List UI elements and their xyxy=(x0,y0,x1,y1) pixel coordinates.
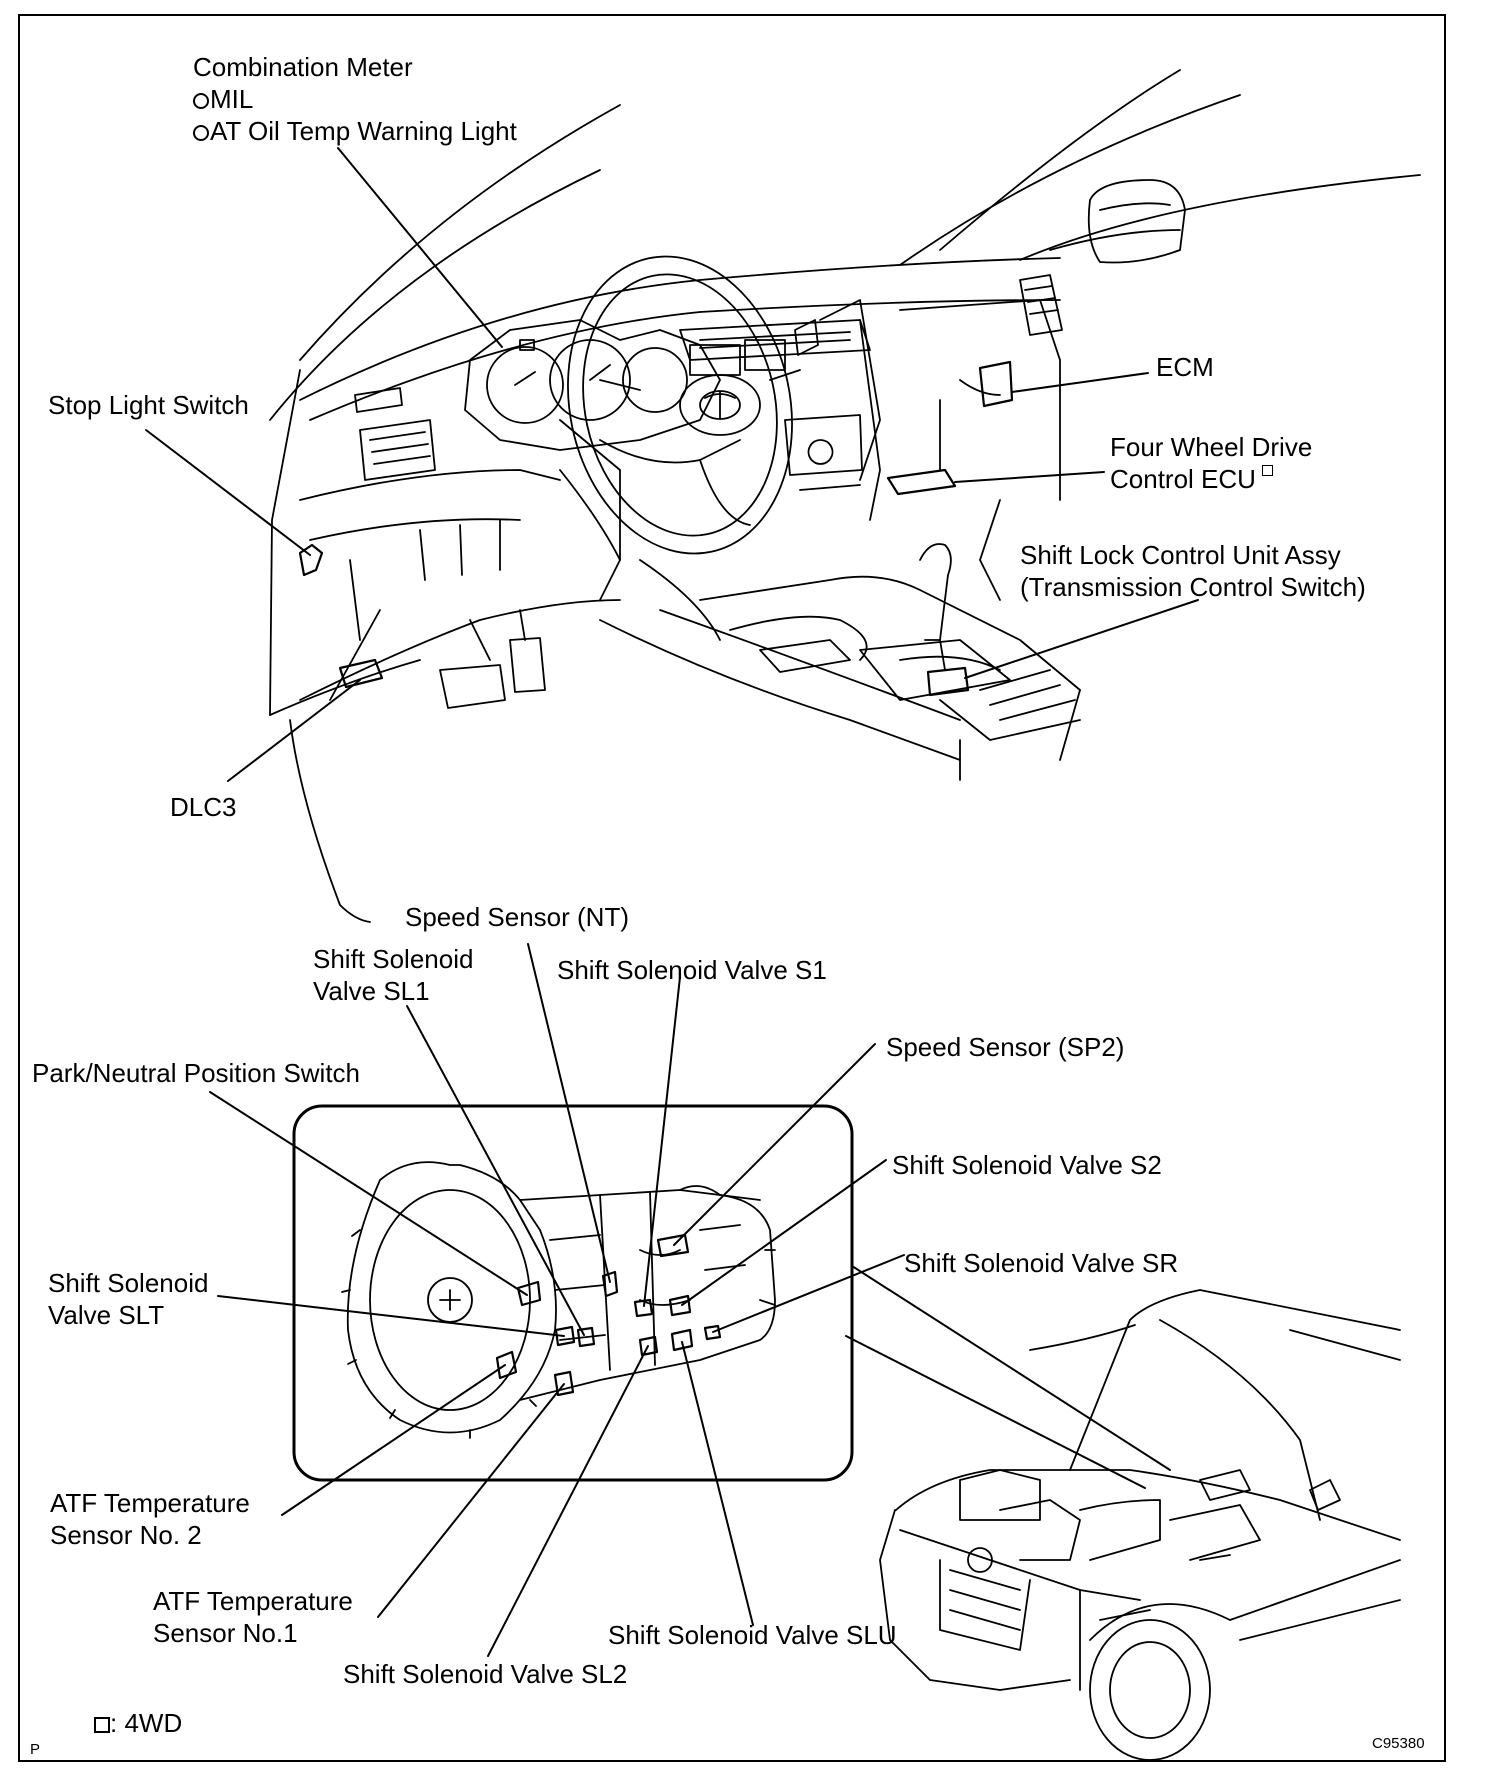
shift-solenoid-slt-label-line2: Valve SLT xyxy=(48,1300,165,1330)
four-wheel-drive-ecu-label-line1: Four Wheel Drive xyxy=(1110,432,1313,462)
dlc3-label: DLC3 xyxy=(170,792,237,822)
solenoid-sr-part xyxy=(703,1324,722,1341)
leader-dlc3 xyxy=(227,679,361,782)
atf-temp-sensor-1-label-line1: ATF Temperature xyxy=(153,1586,353,1616)
transmission-inset-box xyxy=(292,1104,854,1482)
diagram-frame xyxy=(18,14,1446,1762)
shift-solenoid-s2-label: Shift Solenoid Valve S2 xyxy=(892,1150,1162,1180)
park-neutral-switch-label: Park/Neutral Position Switch xyxy=(32,1058,361,1088)
square-4wd-marker-icon xyxy=(94,1717,110,1733)
mil-item: MIL xyxy=(193,84,253,115)
stop-light-switch-label: Stop Light Switch xyxy=(48,390,249,420)
atf-temp-sensor-2-part xyxy=(495,1350,518,1380)
circle-marker-icon xyxy=(193,93,209,109)
atf-temp-sensor-1-label-line2: Sensor No.1 xyxy=(153,1618,298,1648)
park-neutral-switch-part xyxy=(516,1280,542,1307)
circle-marker-icon xyxy=(193,125,209,141)
ecm-part xyxy=(978,360,1014,408)
solenoid-sl2-part xyxy=(638,1335,659,1357)
shift-solenoid-sl1-label-line1: Shift Solenoid xyxy=(313,944,474,974)
shift-solenoid-sl1-label-line2: Valve SL1 xyxy=(313,976,430,1006)
solenoid-s2-part xyxy=(668,1294,692,1317)
shift-solenoid-sr-label: Shift Solenoid Valve SR xyxy=(904,1248,1179,1278)
leader-shift-lock-unit xyxy=(964,599,1199,679)
atf-temp-sensor-2-label-line2: Sensor No. 2 xyxy=(50,1520,202,1550)
leader-four-wheel-drive-ecu xyxy=(954,471,1105,483)
solenoid-sl1-part xyxy=(576,1326,596,1348)
leader-ecm xyxy=(1011,372,1149,393)
four-wheel-drive-ecu-part xyxy=(886,468,957,496)
square-4wd-marker-icon xyxy=(1261,465,1273,476)
speed-sensor-nt-part xyxy=(601,1270,619,1298)
transmission-components xyxy=(495,1233,722,1397)
dlc3-part xyxy=(338,658,384,689)
leader-solenoid-s2 xyxy=(681,1159,887,1306)
leader-park-neutral-switch xyxy=(209,1091,528,1296)
shift-lock-unit-part xyxy=(926,666,970,697)
zoom-line-bottom xyxy=(845,1335,1146,1489)
shift-solenoid-slt-label-line1: Shift Solenoid xyxy=(48,1268,209,1298)
atf-temp-sensor-2-label-line1: ATF Temperature xyxy=(50,1488,250,1518)
leader-atf-temp-sensor-2 xyxy=(281,1364,506,1516)
ecm-label: ECM xyxy=(1156,352,1214,382)
transmission-drawing xyxy=(341,1161,776,1439)
leader-solenoid-sr xyxy=(712,1254,905,1333)
speed-sensor-sp2-label: Speed Sensor (SP2) xyxy=(886,1032,1125,1062)
atf-temp-sensor-1-part xyxy=(553,1370,575,1397)
solenoid-slu-part xyxy=(670,1328,694,1352)
zoom-line-top xyxy=(851,1265,1171,1471)
leader-combination-meter xyxy=(337,147,503,348)
speed-sensor-sp2-part xyxy=(656,1233,690,1258)
solenoid-slt-part xyxy=(554,1325,576,1347)
page-marker: P xyxy=(30,1741,41,1758)
dashboard-drawing xyxy=(269,69,1421,923)
leader-solenoid-s1 xyxy=(643,976,681,1307)
at-oil-temp-warning-item: AT Oil Temp Warning Light xyxy=(193,116,517,147)
legend-4wd: : 4WD xyxy=(94,1708,182,1739)
leader-solenoid-slu xyxy=(681,1341,754,1626)
leader-atf-temp-sensor-1 xyxy=(377,1383,565,1618)
leader-solenoid-sl1 xyxy=(406,1005,585,1336)
leader-lines xyxy=(145,147,1199,1657)
shift-solenoid-slu-label: Shift Solenoid Valve SLU xyxy=(608,1620,897,1650)
leader-solenoid-slt xyxy=(217,1295,565,1337)
speed-sensor-nt-label: Speed Sensor (NT) xyxy=(405,902,629,932)
combination-meter-label: Combination Meter xyxy=(193,52,413,82)
vehicle-drawing xyxy=(879,1289,1401,1761)
leader-solenoid-sl2 xyxy=(487,1345,649,1657)
leader-stop-light-switch xyxy=(145,429,311,556)
shift-lock-control-label-line2: (Transmission Control Switch) xyxy=(1020,572,1366,602)
leader-speed-sensor-nt xyxy=(527,943,611,1283)
figure-code: C95380 xyxy=(1372,1735,1425,1752)
shift-solenoid-s1-label: Shift Solenoid Valve S1 xyxy=(557,955,827,985)
stop-light-switch-part xyxy=(298,543,324,577)
shift-lock-control-label-line1: Shift Lock Control Unit Assy xyxy=(1020,540,1341,570)
dash-components xyxy=(298,360,1014,697)
shift-solenoid-sl2-label: Shift Solenoid Valve SL2 xyxy=(343,1659,628,1689)
leader-speed-sensor-sp2 xyxy=(673,1043,876,1246)
four-wheel-drive-ecu-label-line2: Control ECU xyxy=(1110,464,1273,495)
